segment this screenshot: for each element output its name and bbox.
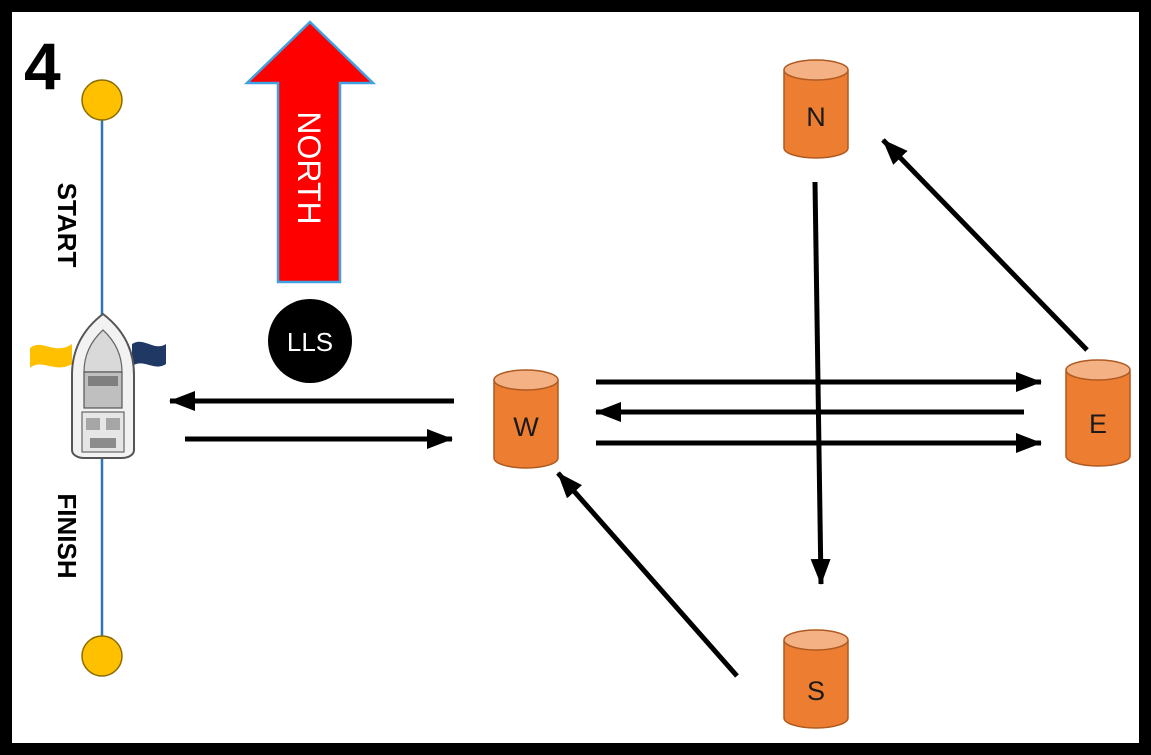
mark-s: S <box>783 629 849 729</box>
lls-circle <box>268 299 352 383</box>
leg-arrow-s-to-w <box>556 471 739 678</box>
yellow-flag-icon <box>30 344 72 368</box>
lls-label: LLS <box>287 327 333 357</box>
mark-w-label: W <box>513 412 539 442</box>
finish-label: FINISH <box>52 493 82 578</box>
mark-w: W <box>493 369 559 469</box>
start-buoy-icon <box>81 79 123 121</box>
mark-n-label: N <box>806 102 826 132</box>
mark-e: E <box>1065 359 1131 467</box>
mark-n: N <box>783 59 849 159</box>
start-finish-line: START FINISH <box>52 79 123 677</box>
course-number: 4 <box>24 29 61 103</box>
blue-flag-icon <box>132 341 166 367</box>
mark-s-label: S <box>807 676 825 706</box>
course-legs <box>169 138 1089 678</box>
lls-marker: LLS <box>268 299 352 383</box>
committee-boat-icon <box>30 312 166 459</box>
leg-arrow-n-to-s <box>810 181 831 585</box>
start-label: START <box>52 183 82 268</box>
north-arrow-icon: NORTH <box>243 20 377 284</box>
mark-e-label: E <box>1089 409 1107 439</box>
finish-buoy-icon <box>81 635 123 677</box>
leg-arrow-e-to-n <box>881 138 1089 352</box>
north-label: NORTH <box>291 111 327 224</box>
